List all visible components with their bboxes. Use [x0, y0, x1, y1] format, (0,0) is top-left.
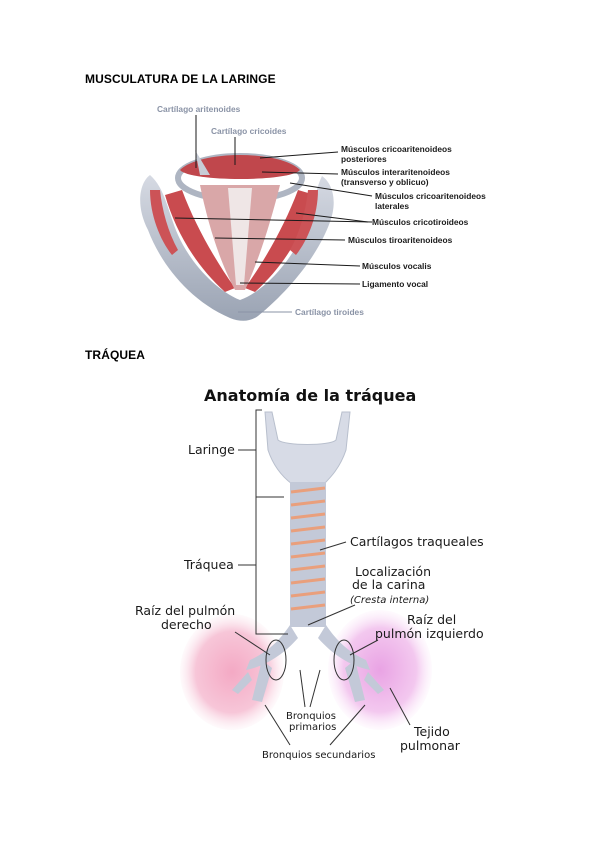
label-carina-1: Localización: [355, 564, 431, 579]
label-cricoid: Cartílago cricoides: [211, 126, 287, 136]
label-tejido-1: Tejido: [413, 724, 450, 739]
label-raiz-der-2: derecho: [161, 617, 212, 632]
lateral-muscle-left: [165, 190, 235, 292]
label-laringe: Laringe: [188, 442, 235, 457]
label-cricothyroid: Músculos cricotiroideos: [372, 217, 469, 227]
section-heading-larynx: MUSCULATURA DE LA LARINGE: [85, 72, 276, 86]
label-interarytenoid-1: Músculos interaritenoideos: [341, 167, 450, 177]
label-traquea: Tráquea: [183, 557, 234, 572]
label-carina-2: de la carina: [352, 577, 425, 592]
label-lateral-2: laterales: [375, 201, 409, 211]
label-raiz-izq-2: pulmón izquierdo: [375, 626, 484, 641]
label-bronq-prim-2: primarios: [289, 722, 336, 733]
vocal-ligament: [228, 188, 252, 285]
label-interarytenoid-2: (transverso y oblicuo): [341, 177, 429, 187]
label-raiz-izq-1: Raíz del: [407, 612, 456, 627]
label-thyroarytenoid: Músculos tiroaritenoideos: [348, 235, 453, 245]
label-raiz-der-1: Raíz del pulmón: [135, 603, 235, 618]
label-carina-3: (Cresta interna): [350, 595, 429, 606]
label-vocalis: Músculos vocalis: [362, 261, 432, 271]
label-cartilagos: Cartílagos traqueales: [350, 534, 484, 549]
label-bronq-sec: Bronquios secundarios: [262, 750, 375, 761]
left-lung-tissue: [328, 610, 432, 730]
label-thyroid: Cartílago tiroides: [295, 307, 364, 317]
trachea-figure-title: Anatomía de la tráquea: [204, 386, 416, 405]
label-bronq-prim-1: Bronquios: [286, 711, 336, 722]
section-heading-trachea: TRÁQUEA: [85, 348, 146, 362]
trachea-illustration: Anatomía de la tráquea: [135, 386, 484, 761]
label-arytenoid: Cartílago aritenoides: [157, 104, 241, 114]
label-vocal-ligament: Ligamento vocal: [362, 279, 428, 289]
trachea-larynx-shape: [264, 411, 351, 485]
posterior-muscle: [180, 155, 300, 179]
label-posterior-1: Músculos cricoaritenoideos: [341, 144, 452, 154]
thyroid-cartilage: [140, 175, 334, 321]
larynx-illustration: Cartílago aritenoides Cartílago cricoide…: [140, 104, 486, 321]
label-posterior-2: posteriores: [341, 154, 387, 164]
label-tejido-2: pulmonar: [400, 738, 461, 753]
label-lateral-1: Músculos cricoaritenoideos: [375, 191, 486, 201]
lateral-muscle-right: [245, 190, 315, 292]
